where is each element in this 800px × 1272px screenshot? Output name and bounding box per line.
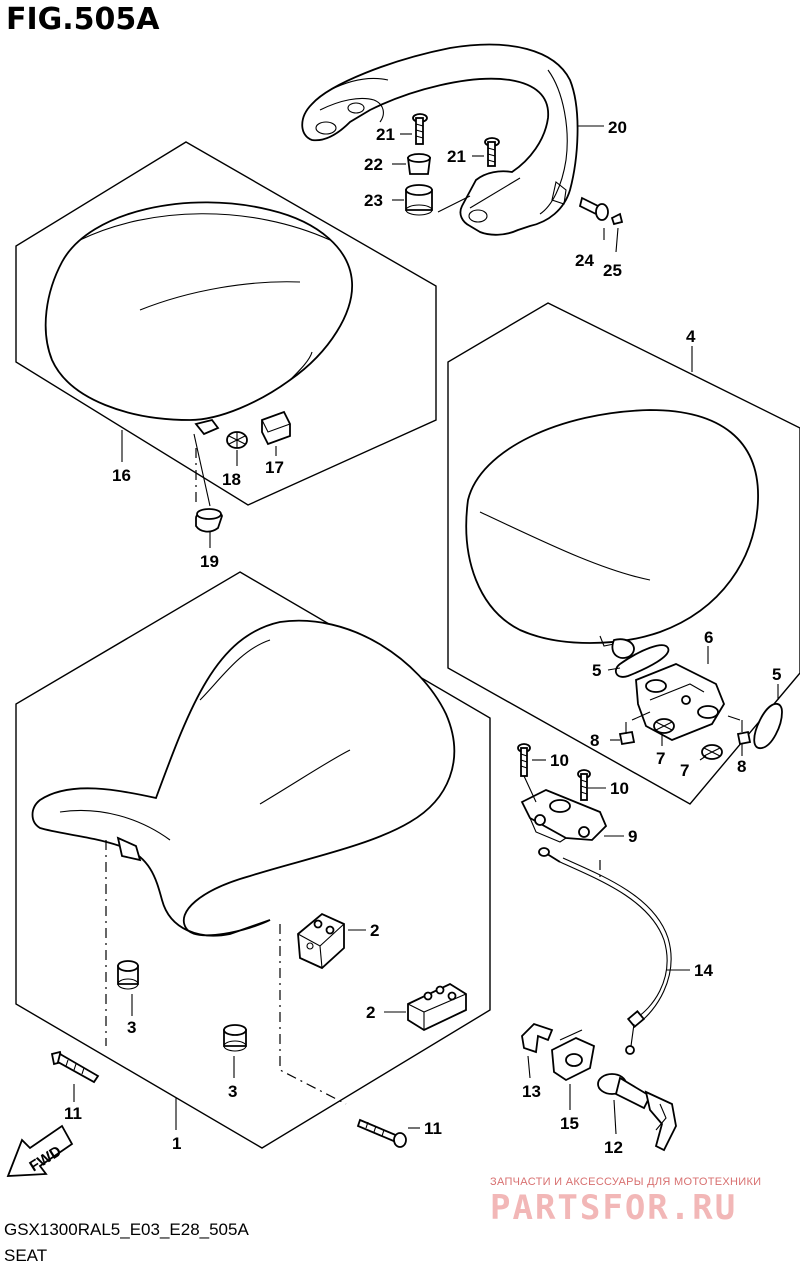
figure-code: GSX1300RAL5_E03_E28_505A: [4, 1220, 249, 1239]
callout-5-left: 5: [592, 661, 601, 680]
seat-lock-cylinder-12: [597, 1073, 677, 1152]
bracket-2-lower: [407, 982, 467, 1032]
callout-3-left: 3: [127, 1018, 136, 1037]
callout-19: 19: [200, 552, 219, 571]
passenger-seat-4: [465, 409, 759, 659]
bolt-10-right: [577, 769, 591, 801]
frame-rear-seat-assembly: [15, 141, 437, 506]
leader-lines: [73, 125, 779, 1135]
nut-8-left: [618, 730, 636, 746]
bolt-21-left: [412, 113, 428, 145]
callout-5-right: 5: [772, 665, 781, 684]
tape-5-right: [753, 703, 783, 749]
frame-passenger-seat: [447, 302, 800, 805]
callout-18: 18: [222, 470, 241, 489]
watermark-tagline: ЗАПЧАСТИ И АКСЕССУАРЫ ДЛЯ МОТОТЕХНИКИ: [490, 1176, 762, 1188]
callout-8-left: 8: [590, 731, 599, 750]
tag-17: [261, 410, 291, 446]
cushion-3-right: [223, 1024, 247, 1052]
callout-11-left: 11: [64, 1104, 82, 1123]
bolt-24: [578, 196, 609, 221]
callout-6: 6: [704, 628, 713, 647]
grommet-7-left: [653, 718, 675, 734]
callout-15: 15: [560, 1114, 579, 1133]
bracket-6: [635, 663, 726, 741]
clip-13: [521, 1022, 554, 1054]
callout-11-right: 11: [424, 1119, 442, 1138]
nut-8-right: [736, 730, 752, 746]
callout-22: 22: [364, 155, 383, 174]
callout-13: 13: [522, 1082, 541, 1101]
frame-front-seat: [15, 571, 491, 1149]
rear-seat-16: [44, 201, 353, 436]
lock-cover-15: [551, 1029, 596, 1082]
seat-lock-9: [520, 789, 608, 843]
forward-arrow-icon: [6, 1124, 74, 1177]
callout-23: 23: [364, 191, 383, 210]
callout-1: 1: [172, 1134, 181, 1153]
grommet-18: [226, 431, 248, 449]
seat-lock-cable-14: [538, 847, 672, 1055]
callout-2-upper: 2: [370, 921, 379, 940]
collar-22: [406, 153, 432, 175]
cushion-3-left: [117, 960, 139, 990]
callout-3-right: 3: [228, 1082, 237, 1101]
grab-rail: [301, 43, 579, 236]
callout-8-right: 8: [737, 757, 746, 776]
callout-4: 4: [686, 327, 696, 346]
callout-10-left: 10: [550, 751, 569, 770]
cushion-23: [405, 184, 433, 216]
callout-21-right: 21: [447, 147, 466, 166]
front-seat-1: [31, 619, 456, 937]
callout-25: 25: [603, 261, 622, 280]
figure-title: FIG.505A: [6, 2, 160, 37]
tape-5-left: [614, 644, 670, 678]
callout-14: 14: [694, 961, 713, 980]
callout-16: 16: [112, 466, 131, 485]
callout-2-lower: 2: [366, 1003, 375, 1022]
bolt-21-right: [484, 137, 500, 167]
callout-7-right: 7: [680, 761, 689, 780]
callout-20: 20: [608, 118, 627, 137]
bolt-11-left: [50, 1050, 100, 1084]
bolt-10-left: [517, 743, 531, 777]
watermark-logo: PARTSFOR.RU: [490, 1188, 738, 1228]
callout-10-right: 10: [610, 779, 629, 798]
callout-7-left: 7: [656, 749, 665, 768]
figure-subtitle: SEAT: [4, 1246, 48, 1265]
bolt-11-right: [356, 1118, 407, 1148]
clip-25: [610, 212, 624, 226]
cushion-19: [195, 508, 223, 533]
grommet-7-right: [701, 744, 723, 760]
callout-9: 9: [628, 827, 637, 846]
bracket-2-upper: [297, 912, 345, 970]
callout-12: 12: [604, 1138, 623, 1157]
callout-24: 24: [575, 251, 594, 270]
callout-17: 17: [265, 458, 284, 477]
callout-21-left: 21: [376, 125, 395, 144]
